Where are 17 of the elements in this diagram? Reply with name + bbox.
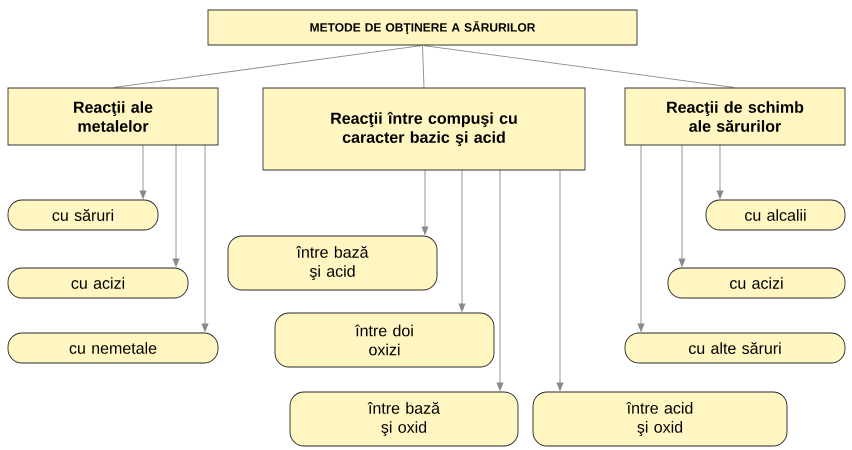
method-box: între bază şi oxid — [290, 392, 518, 446]
method-box: între bază şi acid — [228, 236, 438, 290]
connector-line — [422, 45, 736, 88]
method-box: cu acizi — [668, 268, 846, 298]
method-box: cu alte săruri — [624, 332, 846, 364]
method-box: cu alcalii — [706, 200, 846, 230]
category-box: Reacţii de schimb ale sărurilor — [624, 88, 846, 146]
method-box: între doi oxizi — [274, 312, 494, 368]
category-box: Reacţii ale metalelor — [8, 88, 218, 146]
method-box: cu acizi — [8, 268, 188, 298]
title-box: METODE DE OBŢINERE A SĂRURILOR — [208, 10, 638, 46]
connector-line — [112, 45, 423, 88]
category-box: Reacţii între compuşi cu caracter bazic şi acid — [262, 88, 586, 170]
connector-line — [422, 45, 424, 88]
method-box: cu săruri — [8, 200, 158, 230]
method-box: între acid şi oxid — [532, 392, 788, 446]
method-box: cu nemetale — [8, 332, 218, 364]
